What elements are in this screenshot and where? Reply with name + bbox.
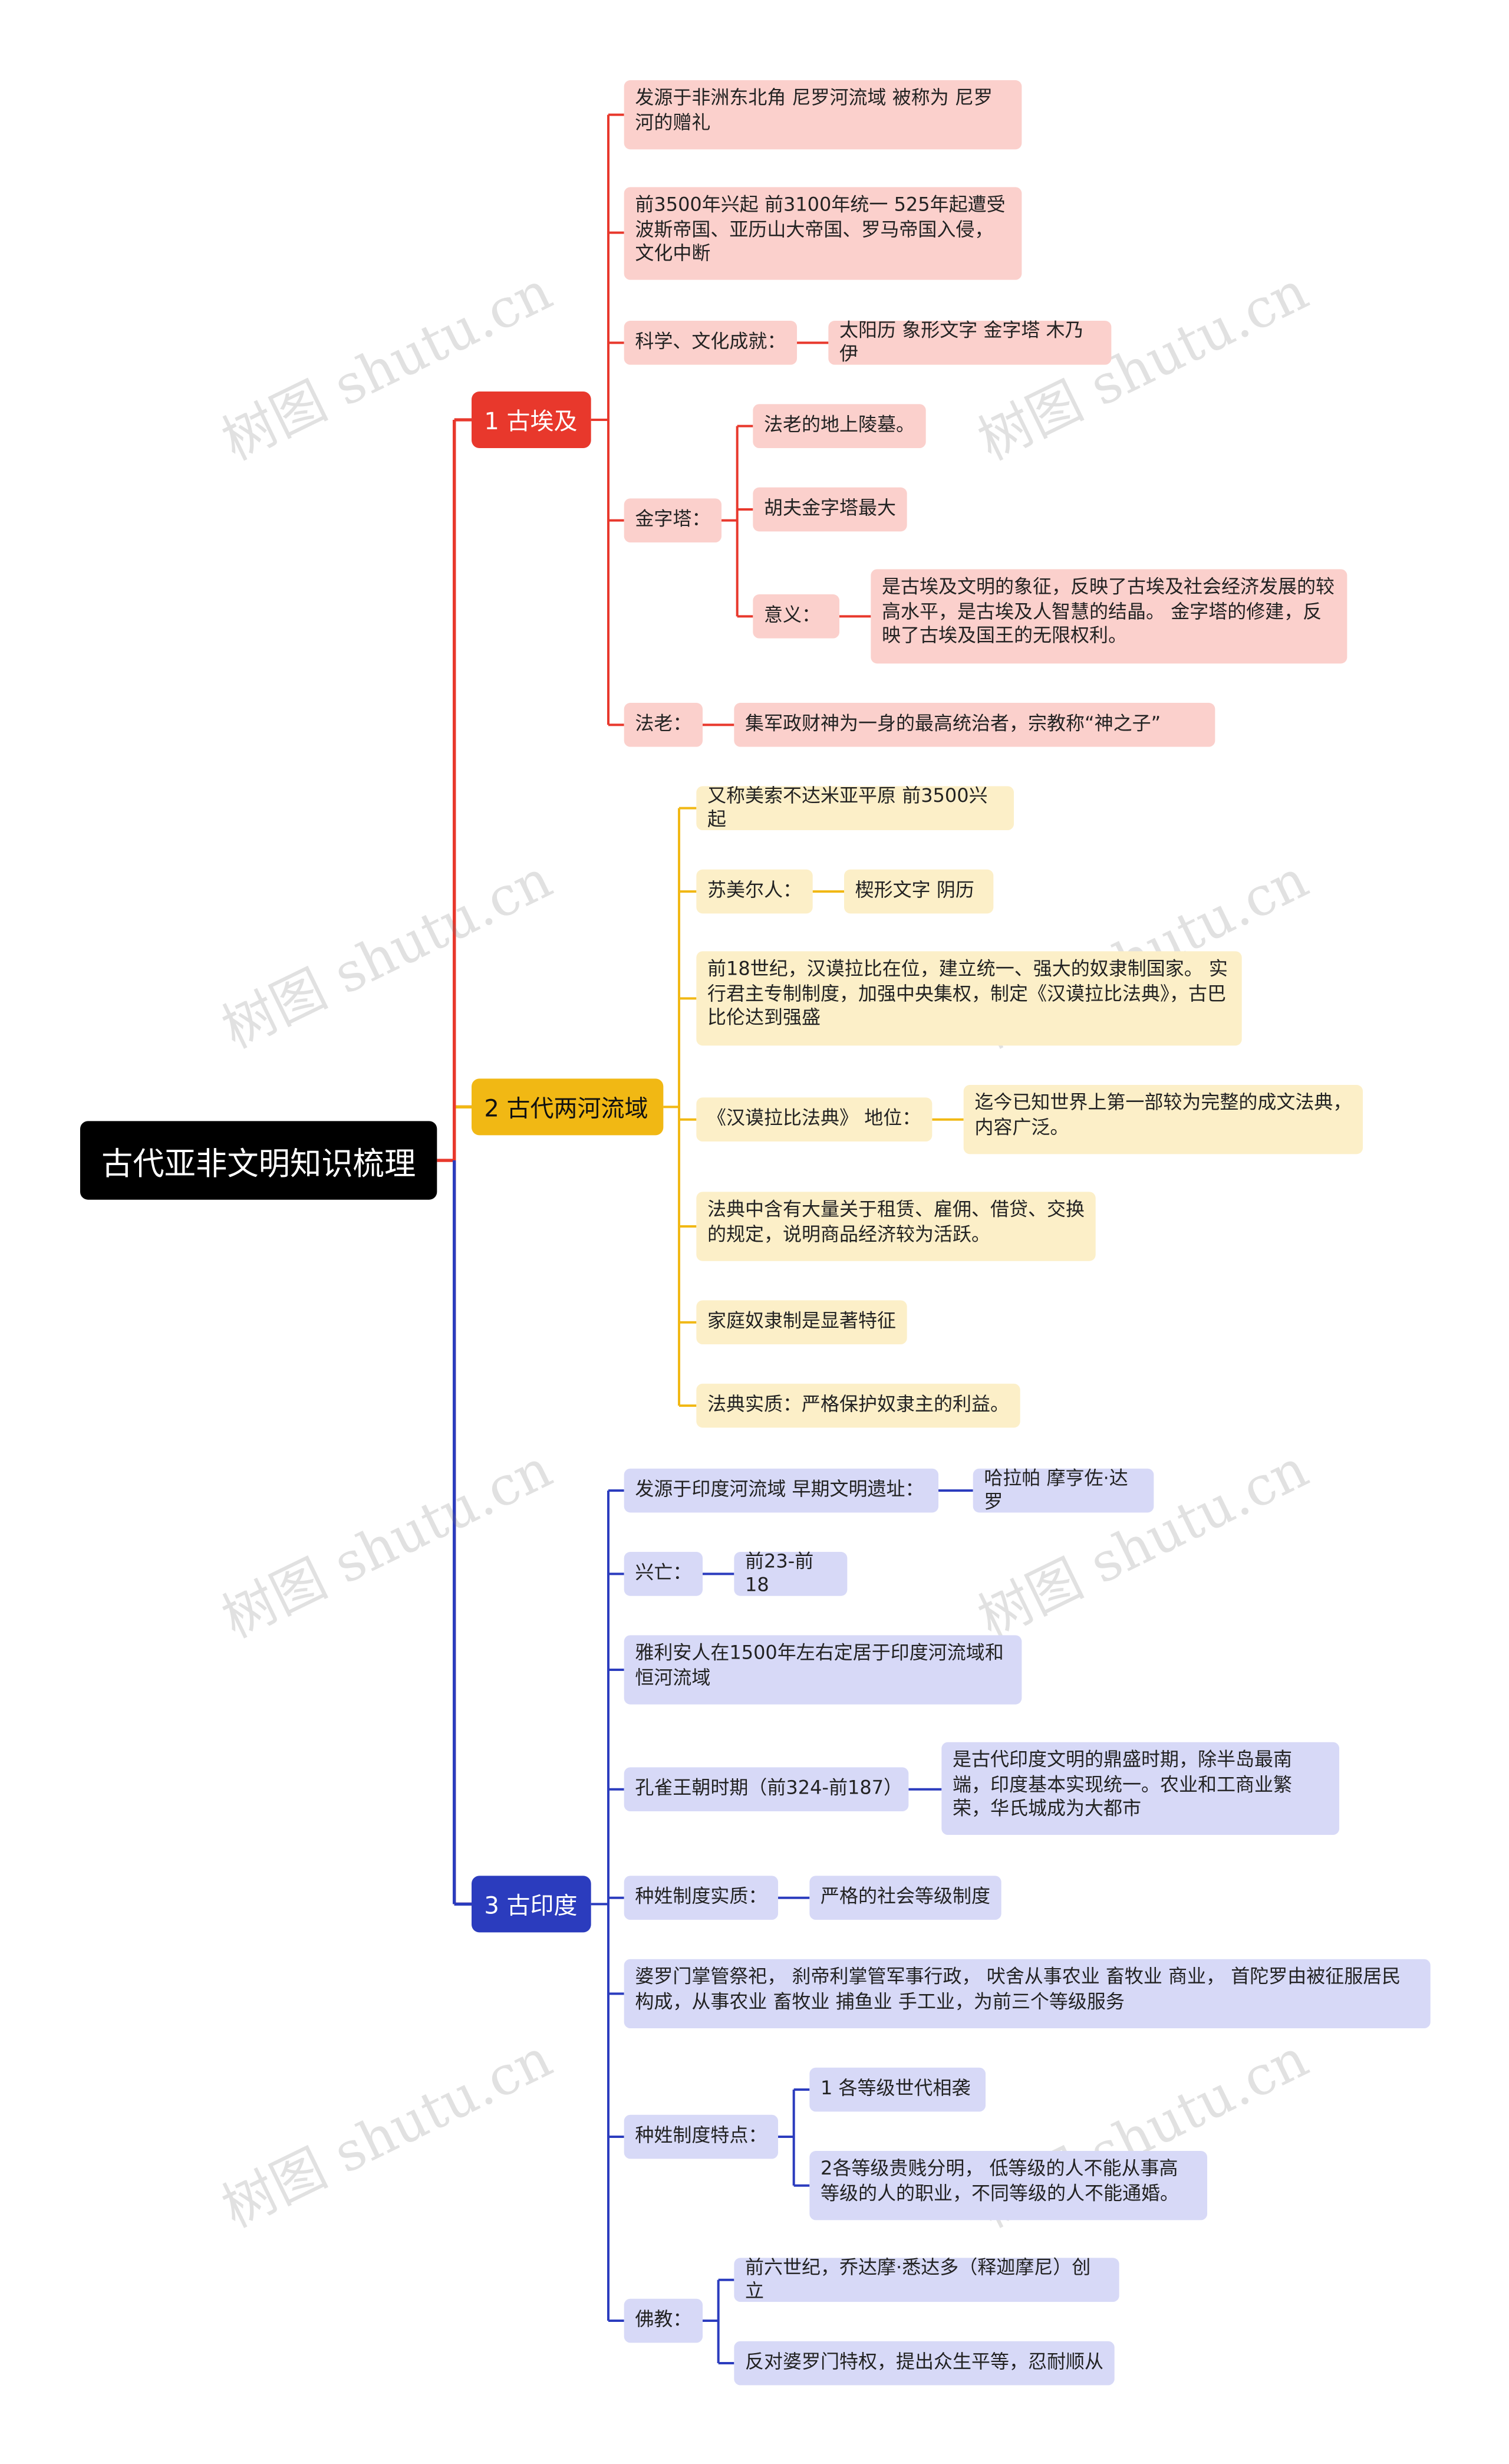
branch-india[interactable]: 3 古印度 [472,1876,591,1933]
pyramid-meaning-value-node[interactable]: 是古埃及文明的象征，反映了古埃及社会经济发展的较高水平，是古埃及人智慧的结晶。 … [871,569,1347,664]
india-rise-node[interactable]: 兴亡： [624,1552,703,1596]
meso-code-status-value-node[interactable]: 迄今已知世界上第一部较为完整的成文法典，内容广泛。 [963,1085,1363,1154]
india-maurya-node[interactable]: 孔雀王朝时期（前324-前187） [624,1767,909,1812]
egypt-history-node[interactable]: 前3500年兴起 前3100年统一 525年起遭受波斯帝国、亚历山大帝国、罗马帝… [624,187,1022,280]
egypt-pharaoh-node[interactable]: 法老： [624,703,703,747]
root-topic[interactable]: 古代亚非文明知识梳理 [80,1121,437,1200]
india-rise-value-node[interactable]: 前23-前18 [734,1550,848,1596]
india-buddhism-node[interactable]: 佛教： [624,2298,703,2343]
meso-sumer-value-node[interactable]: 楔形文字 阴历 [844,869,994,914]
egypt-pyramid-node[interactable]: 金字塔： [624,498,722,543]
india-caste-features-node[interactable]: 种姓制度特点： [624,2114,779,2159]
buddhism-founder-node[interactable]: 前六世纪，乔达摩·悉达多（释迦摩尼）创立 [734,2255,1119,2302]
pyramid-meaning-node[interactable]: 意义： [753,594,840,639]
egypt-science-value-node[interactable]: 太阳历 象形文字 金字塔 木乃伊 [828,318,1112,365]
caste-feature-1-node[interactable]: 1 各等级世代相袭 [809,2067,986,2112]
india-origin-node[interactable]: 发源于印度河流域 早期文明遗址： [624,1468,939,1513]
caste-feature-2-node[interactable]: 2各等级贵贱分明， 低等级的人不能从事高等级的人的职业，不同等级的人不能通婚。 [809,2151,1208,2220]
egypt-science-node[interactable]: 科学、文化成就： [624,321,798,365]
buddhism-doctrine-node[interactable]: 反对婆罗门特权，提出众生平等，忍耐顺从 [734,2341,1115,2386]
meso-code-status-node[interactable]: 《汉谟拉比法典》 地位： [696,1097,933,1142]
india-caste-value-node[interactable]: 严格的社会等级制度 [809,1876,1001,1920]
meso-hammurabi-node[interactable]: 前18世纪，汉谟拉比在位，建立统一、强大的奴隶制国家。 实行君主专制制度，加强中… [696,951,1242,1046]
meso-sumer-node[interactable]: 苏美尔人： [696,869,813,914]
branch-egypt[interactable]: 1 古埃及 [472,392,591,449]
meso-code-economy-node[interactable]: 法典中含有大量关于租赁、雇佣、借贷、交换的规定，说明商品经济较为活跃。 [696,1192,1096,1261]
meso-intro-node[interactable]: 又称美索不达米亚平原 前3500兴起 [696,784,1014,831]
pyramid-tomb-node[interactable]: 法老的地上陵墓。 [753,404,926,449]
branch-mesopotamia[interactable]: 2 古代两河流域 [472,1078,664,1136]
meso-code-essence-node[interactable]: 法典实质：严格保护奴隶主的利益。 [696,1383,1020,1428]
egypt-pharaoh-value-node[interactable]: 集军政财神为一身的最高统治者，宗教称“神之子” [734,703,1215,747]
india-origin-value-node[interactable]: 哈拉帕 摩亨佐·达罗 [973,1466,1154,1513]
india-caste-node[interactable]: 种姓制度实质： [624,1876,779,1920]
india-varna-node[interactable]: 婆罗门掌管祭祀， 刹帝利掌管军事行政， 吠舍从事农业 畜牧业 商业， 首陀罗由被… [624,1959,1431,2029]
india-maurya-value-node[interactable]: 是古代印度文明的鼎盛时期，除半岛最南端，印度基本实现统一。农业和工商业繁荣，华氏… [941,1742,1340,1835]
india-aryan-node[interactable]: 雅利安人在1500年左右定居于印度河流域和恒河流域 [624,1635,1022,1705]
pyramid-largest-node[interactable]: 胡夫金字塔最大 [753,487,907,532]
meso-slavery-node[interactable]: 家庭奴隶制是显著特征 [696,1300,907,1345]
egypt-origin-node[interactable]: 发源于非洲东北角 尼罗河流域 被称为 尼罗河的赠礼 [624,80,1022,150]
